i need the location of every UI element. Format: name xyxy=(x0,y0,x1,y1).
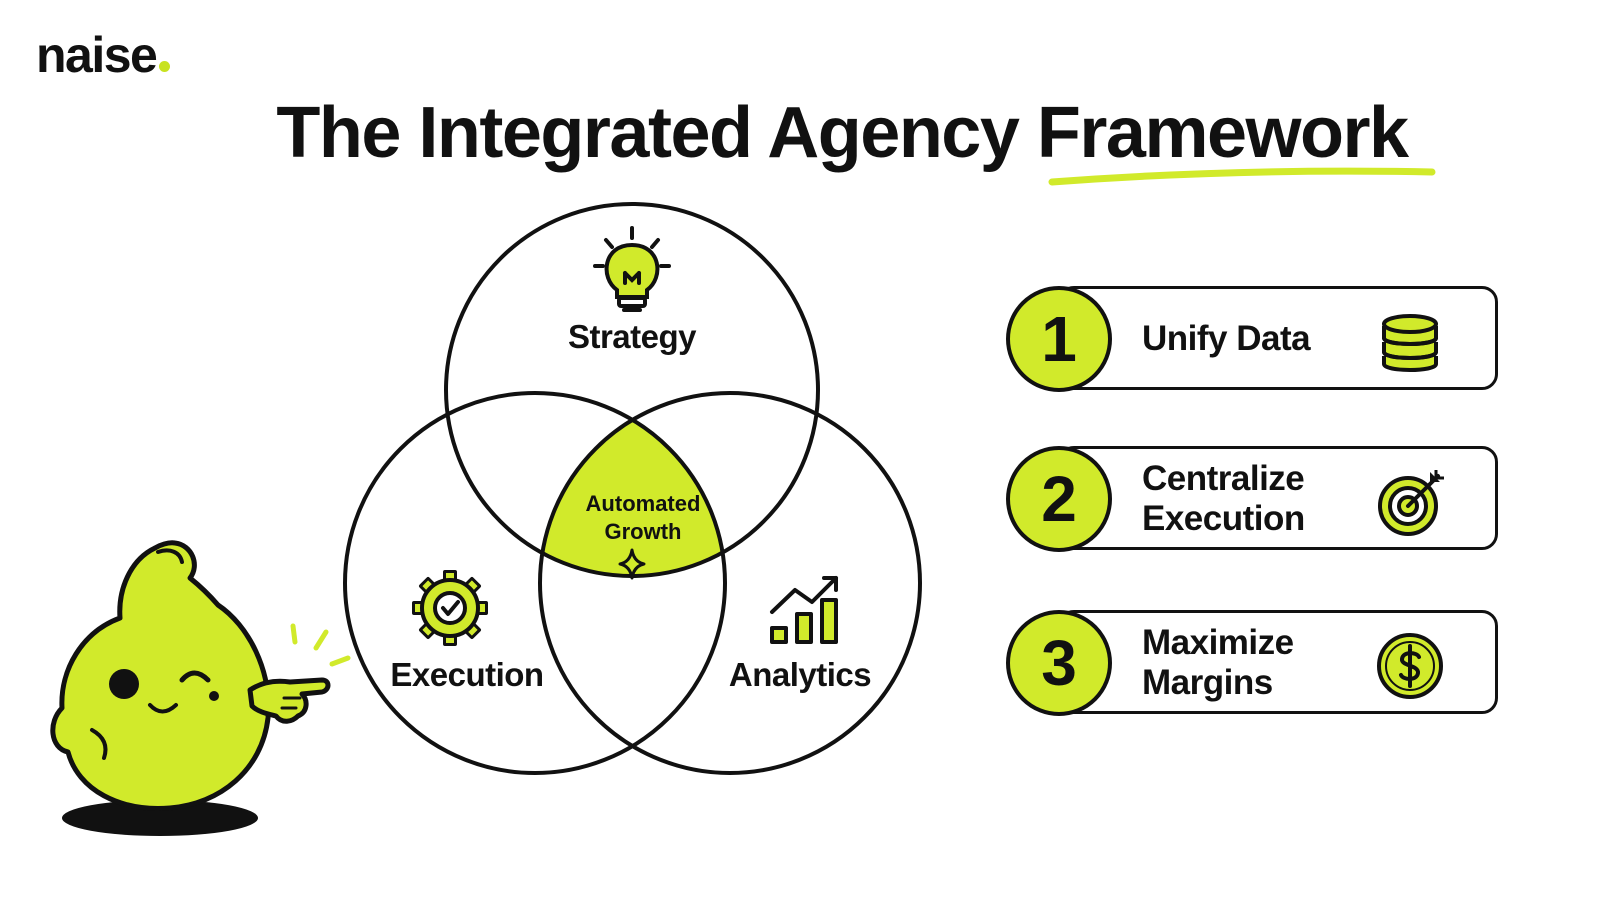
venn-center-line1: Automated xyxy=(585,491,701,516)
execution-circle xyxy=(343,391,727,775)
mascot-character xyxy=(50,540,351,836)
step-card-2: 2 Centralize Execution xyxy=(1006,446,1500,552)
database-icon xyxy=(1382,314,1438,372)
step-label: Centralize Execution xyxy=(1142,446,1382,552)
sparkle-icon xyxy=(618,548,646,580)
step-label-text: Unify Data xyxy=(1142,319,1311,358)
target-icon xyxy=(1378,470,1444,536)
center-intersection xyxy=(540,393,725,576)
venn-label-analytics: Analytics xyxy=(728,656,872,693)
step-number-badge: 3 xyxy=(1006,610,1112,716)
venn-center-label: Automated Growth xyxy=(560,490,726,546)
page-title: The Integrated Agency Framework xyxy=(276,93,1409,173)
step-label-line1: Maximize xyxy=(1142,623,1294,662)
lightbulb-icon xyxy=(593,226,671,312)
step-number-badge: 1 xyxy=(1006,286,1112,392)
step-card-1: 1 Unify Data xyxy=(1006,286,1500,392)
step-card-3: 3 Maximize Margins xyxy=(1006,610,1500,716)
analytics-circle xyxy=(538,391,922,775)
bar-chart-icon xyxy=(770,576,838,644)
step-label-line2: Execution xyxy=(1142,499,1305,538)
venn-center-line2: Growth xyxy=(604,519,682,544)
step-label: Unify Data xyxy=(1142,286,1382,392)
step-label-line2: Margins xyxy=(1142,663,1273,702)
brand-name: naise xyxy=(36,27,158,83)
step-number-badge: 2 xyxy=(1006,446,1112,552)
venn-label-execution: Execution xyxy=(390,656,544,693)
step-label-line1: Centralize xyxy=(1142,459,1305,498)
gear-check-icon xyxy=(412,570,488,646)
brand-logo: naise xyxy=(36,26,171,84)
dollar-coin-icon xyxy=(1377,633,1443,699)
venn-label-strategy: Strategy xyxy=(567,318,697,355)
step-label: Maximize Margins xyxy=(1142,610,1382,716)
title-underline xyxy=(1048,167,1436,186)
logo-dot xyxy=(159,61,171,72)
